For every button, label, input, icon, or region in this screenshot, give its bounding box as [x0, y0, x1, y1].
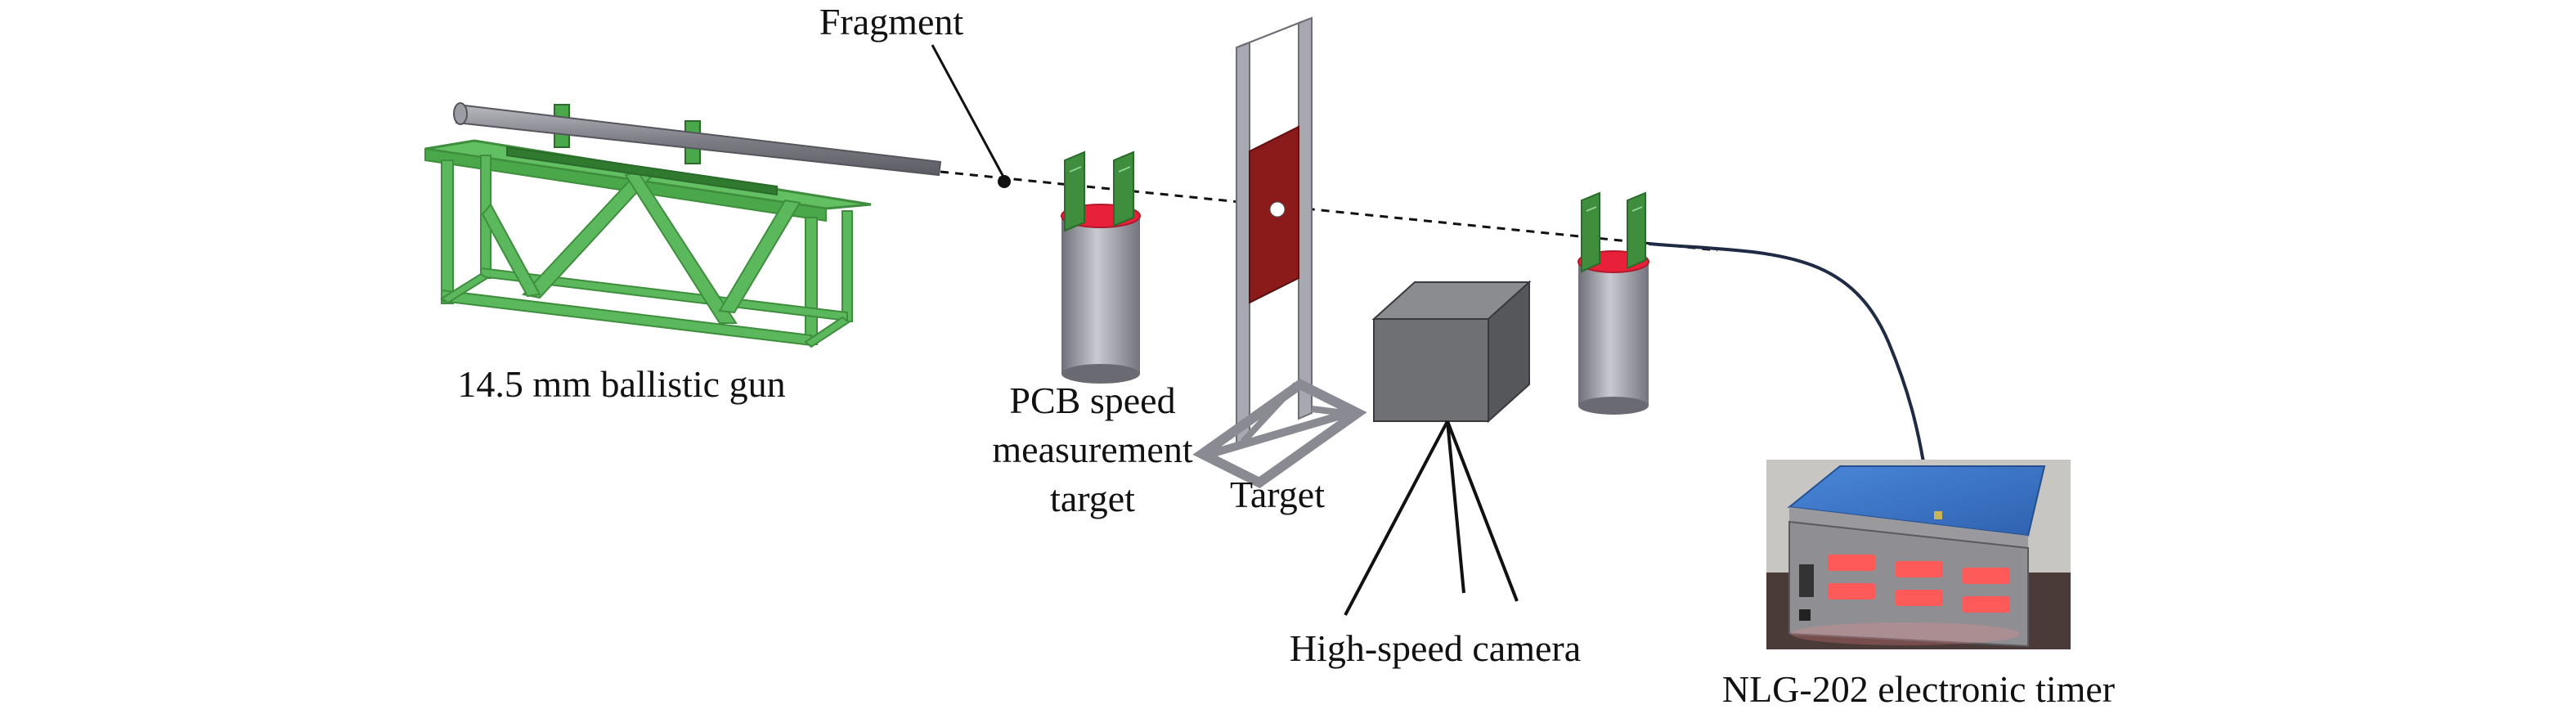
pcb-speed-target-icon-2 — [1577, 191, 1649, 415]
ballistic-gun-icon — [424, 102, 942, 348]
fragment-dot — [998, 175, 1011, 188]
camera-label: High-speed camera — [1290, 627, 1581, 669]
target-label: Target — [1230, 474, 1325, 515]
pcb-label-line1: PCB speed — [1009, 379, 1175, 421]
pcb-speed-target-icon — [1061, 150, 1141, 384]
electronic-timer-photo-icon — [1766, 460, 2071, 649]
signal-cable — [1648, 242, 1925, 463]
fragment-leader-line — [931, 44, 1006, 179]
high-speed-camera-icon — [1344, 280, 1532, 616]
target-frame-icon — [1192, 16, 1367, 488]
timer-label: NLG-202 electronic timer — [1722, 668, 2115, 710]
gun-label: 14.5 mm ballistic gun — [457, 363, 785, 405]
pcb-label-line3: target — [1050, 478, 1135, 519]
fragment-label: Fragment — [819, 1, 964, 43]
trajectory-line — [940, 170, 1718, 252]
pcb-label-line2: measurement — [992, 429, 1192, 470]
